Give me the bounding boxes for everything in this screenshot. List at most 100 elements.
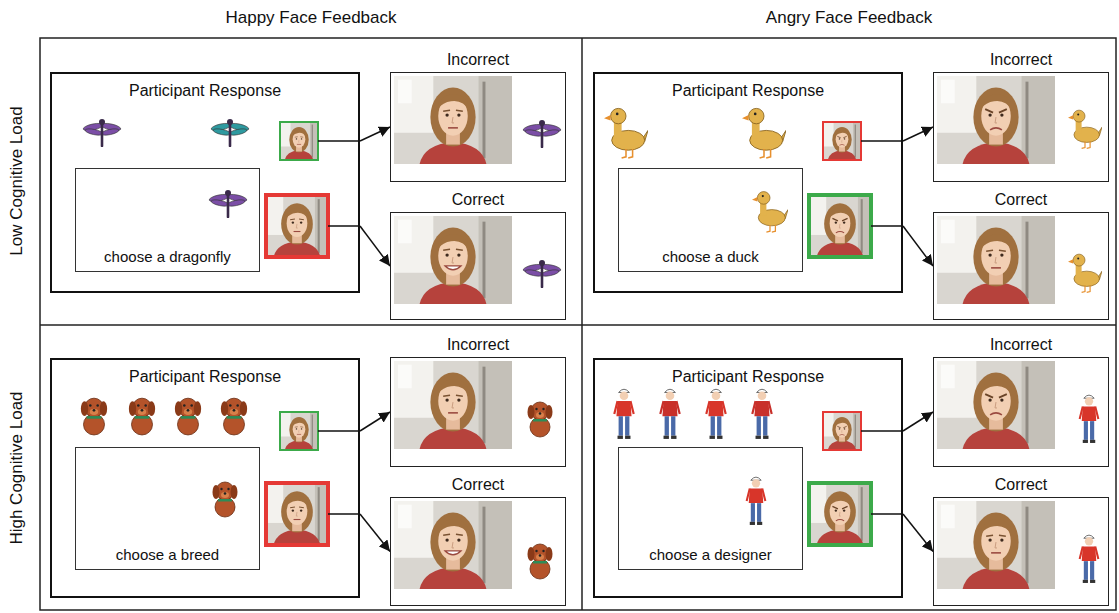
node-text: choose a duck	[662, 248, 759, 266]
feedback-arrow	[903, 127, 933, 141]
dragonfly-icon	[523, 260, 562, 287]
thumbnail-frame	[809, 483, 871, 545]
grid-divider	[40, 324, 1116, 326]
row-heading: Low Cognitive Load	[7, 51, 27, 311]
response-panel: Participant Response choose a breed	[50, 358, 360, 598]
face-thumbnail	[274, 122, 325, 160]
node-text: choose a breed	[116, 546, 219, 564]
dog-icon	[221, 398, 247, 435]
node-text: Incorrect	[447, 50, 509, 69]
feedback-arrow	[360, 226, 390, 266]
person-icon	[1080, 535, 1099, 583]
arrow-tail	[318, 140, 360, 142]
thumbnail-frame	[823, 122, 861, 160]
thumbnail-frame	[280, 412, 318, 450]
face-photo	[394, 361, 512, 450]
duck-icon	[752, 192, 788, 233]
thumbnail-frame	[266, 483, 328, 545]
face-photo	[394, 501, 512, 590]
face-thumbnail	[256, 483, 339, 545]
arrow-tail	[871, 225, 903, 227]
person-icon	[752, 389, 771, 439]
feedback-arrow	[903, 412, 933, 431]
response-panel: Participant Response choose a designer	[593, 358, 903, 598]
node-text: Incorrect	[447, 335, 509, 354]
person-icon	[614, 389, 633, 439]
face-thumbnail	[274, 412, 325, 450]
prompt-box: choose a breed	[75, 447, 260, 570]
response-panel: Participant Response choose a duck	[593, 72, 903, 293]
node-text: Correct	[995, 190, 1047, 209]
node-text: Participant Response	[672, 367, 824, 386]
face-photo	[937, 361, 1055, 450]
thumbnail-frame	[280, 122, 318, 160]
arrow-tail	[871, 513, 903, 515]
feedback-box: Incorrect	[390, 357, 566, 467]
thumbnail-frame	[823, 412, 861, 450]
arrow-tail	[328, 225, 360, 227]
prompt-box: choose a duck	[618, 168, 803, 272]
dog-icon	[81, 398, 107, 435]
node-text: choose a dragonfly	[104, 248, 231, 266]
face-photo	[937, 501, 1055, 590]
person-icon	[747, 477, 766, 525]
feedback-arrow	[360, 412, 390, 431]
face-photo	[937, 216, 1055, 305]
person-icon	[660, 389, 679, 439]
grid-divider	[581, 38, 583, 610]
feedback-box: Correct	[390, 212, 566, 320]
thumbnail-frame	[809, 195, 871, 257]
node-text: Correct	[995, 475, 1047, 494]
node-text: Participant Response	[672, 81, 824, 100]
face-thumbnail	[817, 412, 868, 450]
face-photo	[394, 76, 512, 165]
feedback-box: Correct	[933, 497, 1109, 606]
feedback-arrow	[360, 514, 390, 552]
arrow-tail	[328, 513, 360, 515]
dragonfly-icon	[83, 119, 122, 146]
arrow-tail	[861, 140, 903, 142]
feedback-arrow	[360, 127, 390, 141]
node-text: choose a designer	[649, 546, 772, 564]
dog-icon	[129, 398, 155, 435]
face-thumbnail	[817, 122, 868, 160]
dog-icon	[175, 398, 201, 435]
duck-icon	[742, 108, 786, 157]
feedback-arrow	[903, 514, 933, 552]
feedback-box: Incorrect	[390, 72, 566, 182]
duck-icon	[604, 108, 648, 157]
feedback-box: Incorrect	[933, 357, 1109, 467]
row-heading: High Cognitive Load	[7, 338, 27, 598]
node-text: Participant Response	[129, 81, 281, 100]
face-photo	[394, 216, 512, 305]
feedback-box: Correct	[390, 497, 566, 606]
face-photo	[937, 76, 1055, 165]
dog-icon	[528, 402, 553, 437]
panel-grid	[40, 38, 1116, 610]
dog-icon	[213, 482, 238, 517]
face-thumbnail	[256, 195, 339, 257]
duck-icon	[1068, 110, 1102, 148]
face-thumbnail	[799, 195, 882, 257]
feedback-box: Incorrect	[933, 72, 1109, 182]
node-text: Correct	[452, 475, 504, 494]
node-text: Incorrect	[990, 335, 1052, 354]
face-thumbnail	[799, 483, 882, 545]
column-heading: Angry Face Feedback	[719, 8, 979, 28]
node-text: Participant Response	[129, 367, 281, 386]
dragonfly-icon	[523, 120, 562, 147]
feedback-box: Correct	[933, 212, 1109, 320]
dog-icon	[528, 544, 553, 579]
node-text: Incorrect	[990, 50, 1052, 69]
prompt-box: choose a designer	[618, 447, 803, 570]
column-heading: Happy Face Feedback	[181, 8, 441, 28]
person-icon	[1080, 395, 1099, 443]
arrow-tail	[861, 430, 903, 432]
duck-icon	[1068, 254, 1102, 292]
response-panel: Participant Response choose a dragonfly	[50, 72, 360, 293]
person-icon	[706, 389, 725, 439]
dragonfly-icon	[209, 190, 248, 217]
feedback-arrow	[903, 226, 933, 266]
